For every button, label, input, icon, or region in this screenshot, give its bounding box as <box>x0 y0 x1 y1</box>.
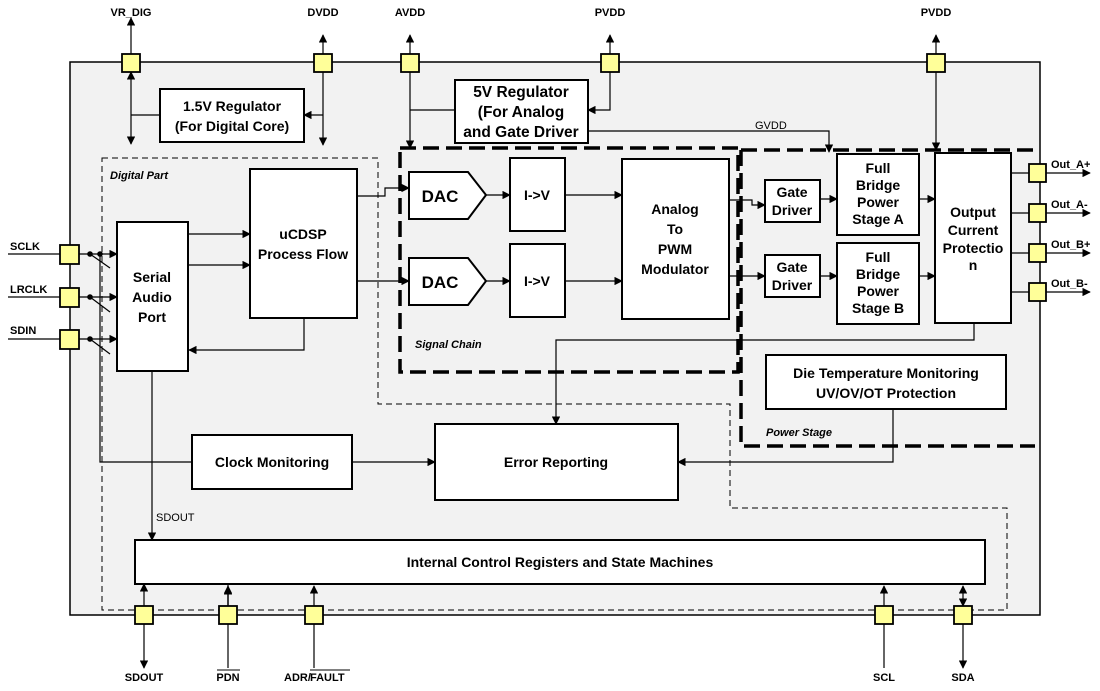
die-temp-block: Die Temperature Monitoring UV/OV/OT Prot… <box>765 354 1007 410</box>
pin-label-pvdd-left: PVDD <box>595 7 626 19</box>
gvdd-label: GVDD <box>755 120 787 132</box>
dac-a-block: DAC <box>408 171 488 220</box>
pin-label-adr: ADR/ <box>284 672 311 684</box>
control-registers-label: Internal Control Registers and State Mac… <box>407 554 714 570</box>
pin-label-pvdd-right: PVDD <box>921 7 952 19</box>
modulator-line4: Modulator <box>641 261 709 277</box>
full-bridge-a-block: Full Bridge Power Stage A <box>836 153 920 236</box>
modulator-line3: PWM <box>658 241 692 257</box>
full-bridge-b-line3: Power <box>857 283 900 299</box>
pin-label-out-a-plus: Out_A+ <box>1051 159 1090 171</box>
ocp-block: Output Current Protectio n <box>934 152 1012 324</box>
pin-label-fault: FAULT <box>310 672 345 684</box>
reg-1v5-line2: (For Digital Core) <box>175 118 289 134</box>
sap-line2: Audio <box>132 289 172 305</box>
ocp-line2: Current <box>948 222 999 238</box>
full-bridge-b-line1: Full <box>866 249 891 265</box>
ucdsp-line2: Process Flow <box>258 246 348 262</box>
pin-label-sdout: SDOUT <box>125 672 164 684</box>
pin-label-sdin: SDIN <box>10 325 36 337</box>
reg-5v-line2: (For Analog <box>478 104 564 121</box>
gate-driver-a-line1: Gate <box>776 184 807 200</box>
signal-chain-label: Signal Chain <box>415 339 482 351</box>
dac-a-label: DAC <box>422 187 459 206</box>
dac-b-block: DAC <box>408 257 488 306</box>
clock-monitoring-block: Clock Monitoring <box>191 434 353 490</box>
full-bridge-a-line3: Power <box>857 194 900 210</box>
full-bridge-b-line4: Stage B <box>852 300 904 316</box>
reg-1v5-block: 1.5V Regulator (For Digital Core) <box>159 88 305 143</box>
gate-driver-a-block: Gate Driver <box>764 179 821 223</box>
pin-label-sda: SDA <box>951 672 974 684</box>
full-bridge-a-line1: Full <box>866 160 891 176</box>
dac-b-label: DAC <box>422 273 459 292</box>
chip-outline <box>69 61 1041 616</box>
power-stage-label: Power Stage <box>766 427 832 439</box>
reg-1v5-line1: 1.5V Regulator <box>183 98 282 114</box>
modulator-line2: To <box>667 221 683 237</box>
die-temp-line1: Die Temperature Monitoring <box>793 365 979 381</box>
pin-label-vr-dig: VR_DIG <box>111 7 152 19</box>
modulator-block: Analog To PWM Modulator <box>621 158 730 320</box>
iv-a-block: I->V <box>509 157 566 232</box>
ucdsp-line1: uCDSP <box>279 226 326 242</box>
pin-squares <box>59 53 1047 625</box>
sdout-internal-label: SDOUT <box>156 512 195 524</box>
die-temp-line2: UV/OV/OT Protection <box>816 385 956 401</box>
power-stage-region <box>739 148 1035 448</box>
gate-driver-b-line1: Gate <box>776 259 807 275</box>
wires <box>8 17 1091 669</box>
pin-label-lrclk: LRCLK <box>10 284 47 296</box>
iv-b-label: I->V <box>524 273 551 289</box>
full-bridge-a-line2: Bridge <box>856 177 901 193</box>
pin-label-dvdd: DVDD <box>307 7 338 19</box>
iv-b-block: I->V <box>509 243 566 318</box>
reg-5v-line3: and Gate Driver <box>463 124 578 141</box>
modulator-line1: Analog <box>651 201 698 217</box>
pin-label-scl: SCL <box>873 672 895 684</box>
pin-label-out-a-minus: Out_A- <box>1051 199 1088 211</box>
iv-a-label: I->V <box>524 187 551 203</box>
pin-label-out-b-plus: Out_B+ <box>1051 239 1090 251</box>
pin-label-out-b-minus: Out_B- <box>1051 278 1088 290</box>
serial-audio-port-block: Serial Audio Port <box>116 221 189 372</box>
pin-label-avdd: AVDD <box>395 7 425 19</box>
full-bridge-a-line4: Stage A <box>852 211 904 227</box>
ocp-line3: Protectio <box>943 240 1004 256</box>
error-reporting-block: Error Reporting <box>434 423 679 501</box>
gate-driver-a-line2: Driver <box>772 202 813 218</box>
ucdsp-block: uCDSP Process Flow <box>249 168 358 319</box>
control-registers-block: Internal Control Registers and State Mac… <box>134 539 986 585</box>
clock-monitoring-label: Clock Monitoring <box>215 454 329 470</box>
digital-part-region <box>101 157 1008 611</box>
ocp-line4: n <box>969 257 978 273</box>
full-bridge-b-line2: Bridge <box>856 266 901 282</box>
digital-part-label: Digital Part <box>110 170 169 182</box>
signal-chain-region <box>398 146 740 374</box>
gate-driver-b-line2: Driver <box>772 277 813 293</box>
ocp-line1: Output <box>950 204 996 220</box>
error-reporting-label: Error Reporting <box>504 454 608 470</box>
sap-line1: Serial <box>133 269 171 285</box>
full-bridge-b-block: Full Bridge Power Stage B <box>836 242 920 325</box>
reg-5v-block: 5V Regulator (For Analog and Gate Driver <box>454 79 589 144</box>
pin-label-sclk: SCLK <box>10 241 40 253</box>
pin-label-pdn: PDN <box>216 672 239 684</box>
sap-line3: Port <box>138 309 166 325</box>
gate-driver-b-block: Gate Driver <box>764 254 821 298</box>
reg-5v-line1: 5V Regulator <box>473 84 569 101</box>
